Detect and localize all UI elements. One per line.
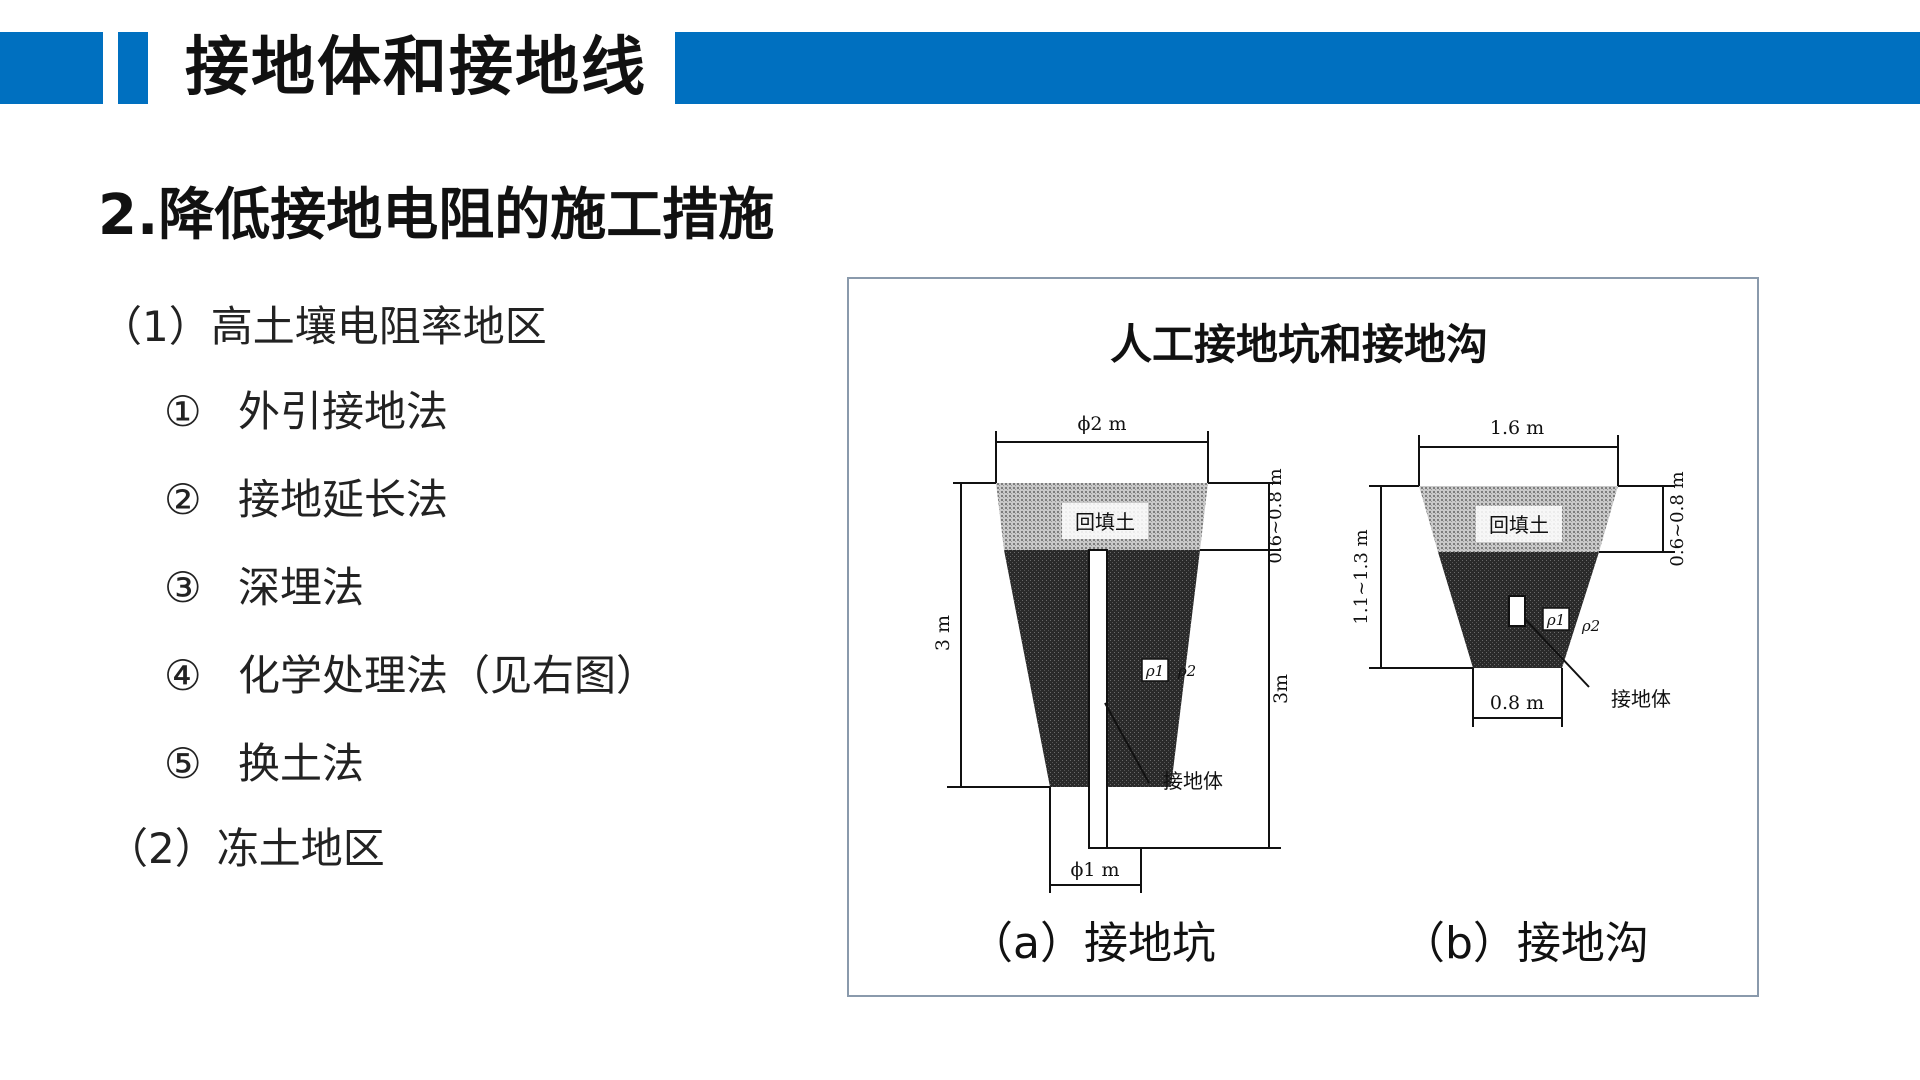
- figure-title: 人工接地坑和接地沟: [1109, 320, 1488, 369]
- list-item: ④ 化学处理法（见右图）: [164, 642, 658, 703]
- list-item-number: ⑤: [164, 739, 202, 788]
- pit-fill-depth-label: 0.6~0.8 m: [1265, 468, 1286, 563]
- pit-depth-left-label: 3 m: [932, 615, 954, 651]
- list-item: ③ 深埋法: [164, 554, 364, 615]
- list-item-text: 外引接地法: [238, 387, 449, 436]
- list-item-text: （2）冻土地区: [106, 824, 385, 873]
- list-item-number: ①: [164, 387, 202, 436]
- pit-depth-right-label: 3m: [1270, 674, 1292, 704]
- trench-rho1-box: [1542, 607, 1570, 631]
- trench-electrode-label: 接地体: [1611, 687, 1671, 711]
- list-item-text: 接地延长法: [238, 475, 449, 524]
- pit-fill-label-box: [1062, 503, 1148, 539]
- trench-rho1-label: ρ1: [1546, 611, 1565, 629]
- pit-fill-label: 回填土: [1075, 510, 1135, 534]
- list-item-number: ③: [164, 563, 202, 612]
- trench-fill-depth-label: 0.6~0.8 m: [1667, 471, 1688, 566]
- list-item-number: ④: [164, 651, 202, 700]
- list-item-number: ②: [164, 475, 202, 524]
- list-item: （2）冻土地区: [106, 815, 385, 876]
- header-accent-stripe: [118, 32, 148, 104]
- list-item: ⑤ 换土法: [164, 730, 364, 791]
- pit-rho2-label: ρ2: [1177, 662, 1196, 680]
- list-item: （1）高土壤电阻率地区: [100, 293, 547, 354]
- header-accent-block: [0, 32, 103, 104]
- list-item: ① 外引接地法: [164, 378, 448, 439]
- trench-fill-label: 回填土: [1489, 513, 1549, 537]
- page-title: 接地体和接地线: [185, 31, 647, 105]
- trench-depth-label: 1.1~1.3 m: [1351, 529, 1372, 624]
- grounding-diagrams: 回填土 ϕ2 m 3 m 0.6~0.8 m 3m ϕ1 m: [932, 413, 1688, 893]
- trench-bottom-width-label: 0.8 m: [1490, 692, 1544, 714]
- pit-diagram: 回填土 ϕ2 m 3 m 0.6~0.8 m 3m ϕ1 m: [932, 413, 1292, 893]
- list-item-text: （1）高土壤电阻率地区: [100, 302, 547, 351]
- pit-electrode-leader: [1104, 702, 1150, 784]
- pit-rho1-box: [1141, 658, 1169, 682]
- pit-rho1-label: ρ1: [1145, 662, 1164, 680]
- trench-electrode-leader: [1524, 618, 1590, 688]
- caption-pit: （a）接地坑: [969, 918, 1216, 969]
- trench-diagram: 回填土 1.6 m 1.1~1.3 m 0.6~0.8 m 0.8 m ρ1: [1351, 417, 1688, 727]
- pit-top-width-label: ϕ2 m: [1077, 413, 1126, 435]
- pit-electrode-label: 接地体: [1163, 769, 1223, 793]
- list-item: ② 接地延长法: [164, 466, 448, 527]
- list-item-text: 化学处理法（见右图）: [238, 651, 659, 700]
- list-item-text: 深埋法: [238, 563, 365, 612]
- trench-top-width-label: 1.6 m: [1490, 417, 1544, 439]
- pit-bottom-width-label: ϕ1 m: [1070, 859, 1119, 881]
- list-item-text: 换土法: [238, 739, 365, 788]
- caption-trench: （b）接地沟: [1401, 918, 1649, 969]
- pit-electrode: [1088, 549, 1108, 849]
- trench-electrode: [1508, 595, 1526, 627]
- trench-rho2-label: ρ2: [1581, 617, 1600, 635]
- header-bar: [675, 32, 1920, 104]
- trench-fill-label-box: [1476, 506, 1562, 542]
- section-title: 2.降低接地电阻的施工措施: [98, 183, 775, 248]
- figure-box: 人工接地坑和接地沟 回填土 ϕ2 m: [847, 277, 1759, 997]
